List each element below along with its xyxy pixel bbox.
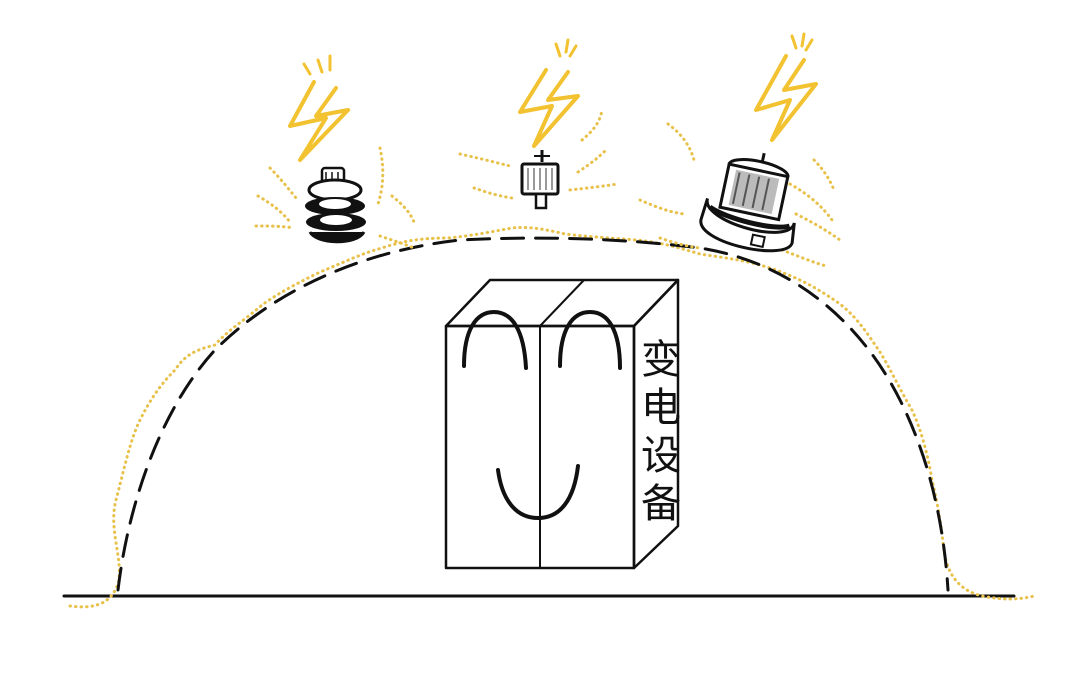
right-glow-dots bbox=[638, 122, 842, 268]
cabinet-right-eye bbox=[558, 310, 622, 370]
equipment-label: 变电设备 bbox=[634, 338, 680, 530]
left-glow-dots bbox=[254, 146, 416, 250]
right-device-group bbox=[638, 32, 842, 268]
left-device-group bbox=[254, 54, 416, 250]
middle-device-group bbox=[458, 38, 620, 210]
cabinet-smile bbox=[496, 464, 580, 520]
middle-glow-dots bbox=[458, 108, 620, 200]
porcelain-insulator-icon bbox=[305, 166, 366, 244]
protection-dome bbox=[116, 236, 950, 592]
cabinet-left-eye bbox=[462, 310, 528, 370]
protection-glow-dots bbox=[68, 226, 1036, 609]
arrester-icon bbox=[699, 152, 796, 253]
small-insulator-icon bbox=[520, 150, 560, 210]
lightning-bolt-icon bbox=[518, 38, 580, 148]
lightning-bolt-icon bbox=[288, 54, 350, 162]
smiling-cabinet-icon: 变电设备 bbox=[444, 278, 680, 570]
lightning-bolt-icon bbox=[754, 32, 818, 142]
